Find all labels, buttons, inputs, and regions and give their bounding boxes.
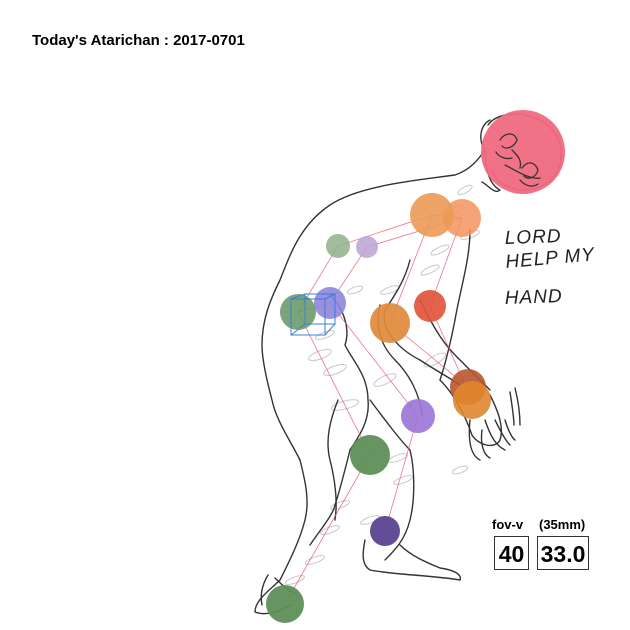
rib-ellipse <box>330 500 350 510</box>
gizmo-box-front[interactable] <box>290 298 326 336</box>
joint-elbow-left[interactable] <box>414 290 446 322</box>
sketch-back-line <box>261 119 491 461</box>
sketch-leg-back <box>254 459 308 615</box>
fov-label: fov-v <box>492 517 524 532</box>
joint-hip-right[interactable] <box>314 287 346 319</box>
gizmo-edge <box>290 323 306 336</box>
rib-ellipse <box>423 352 447 368</box>
joint-head[interactable] <box>481 110 565 194</box>
rib-ellipse <box>388 453 408 463</box>
gizmo-edge <box>324 293 336 300</box>
sketch-fingers <box>484 387 521 451</box>
sketch-hand-lines <box>468 419 491 461</box>
sketch-leg-shin <box>369 399 415 561</box>
sketch-torso-front <box>329 294 369 451</box>
joint-foot-left[interactable] <box>266 585 304 623</box>
rib-ellipse <box>451 465 469 475</box>
joint-shoulder-right[interactable] <box>410 193 454 237</box>
rib-ellipse <box>285 575 305 585</box>
joint-chest-right[interactable] <box>356 236 378 258</box>
transform-gizmo[interactable] <box>290 293 336 336</box>
rib-ellipse <box>420 264 440 276</box>
rib-ellipse <box>430 244 450 256</box>
face-scribble <box>495 133 541 187</box>
rib-ellipse <box>305 555 325 565</box>
joint-ankle-right[interactable] <box>370 516 400 546</box>
joint-chest-left[interactable] <box>326 234 350 258</box>
joint-hand-left[interactable] <box>453 381 491 419</box>
head-face-sketch <box>495 133 541 187</box>
rib-ellipse <box>323 363 347 377</box>
joint-elbow-right[interactable] <box>370 303 410 343</box>
ghost-ribs <box>285 184 480 585</box>
rib-ellipse <box>315 330 335 340</box>
note-line-3: HAND <box>504 286 563 309</box>
focal-length-value-field[interactable]: 33.0 <box>537 536 589 570</box>
rib-ellipse <box>330 399 360 411</box>
gizmo-edge <box>290 293 306 300</box>
sketch-leg-front-thigh <box>309 449 351 546</box>
rib-ellipse <box>393 475 413 485</box>
rig-line <box>297 311 371 456</box>
joints[interactable] <box>266 110 565 623</box>
fov-value-field[interactable]: 40 <box>494 536 529 570</box>
rib-ellipse <box>360 515 380 525</box>
focal-length-label: (35mm) <box>539 517 586 532</box>
note-line-1: LORD <box>504 226 561 249</box>
sketch-knee-line <box>327 399 339 521</box>
joint-hip-left[interactable] <box>280 294 316 330</box>
rib-ellipse <box>373 373 397 387</box>
rib-ellipse <box>457 184 473 196</box>
sketch-chest-line <box>439 229 471 381</box>
gizmo-edge <box>324 323 336 336</box>
page-title: Today's Atarichan : 2017-0701 <box>32 32 245 49</box>
rig-line <box>329 302 419 417</box>
rig-line <box>384 415 419 532</box>
sketch-front-foot <box>362 539 462 581</box>
joint-knee-left[interactable] <box>350 435 390 475</box>
handwritten-note: LORD HELP MY HAND <box>504 226 596 309</box>
rig-line <box>284 454 371 605</box>
joint-knee-right[interactable] <box>401 399 435 433</box>
rig-lines <box>284 214 473 605</box>
gizmo-box-back[interactable] <box>304 293 336 325</box>
rib-ellipse <box>346 285 364 295</box>
